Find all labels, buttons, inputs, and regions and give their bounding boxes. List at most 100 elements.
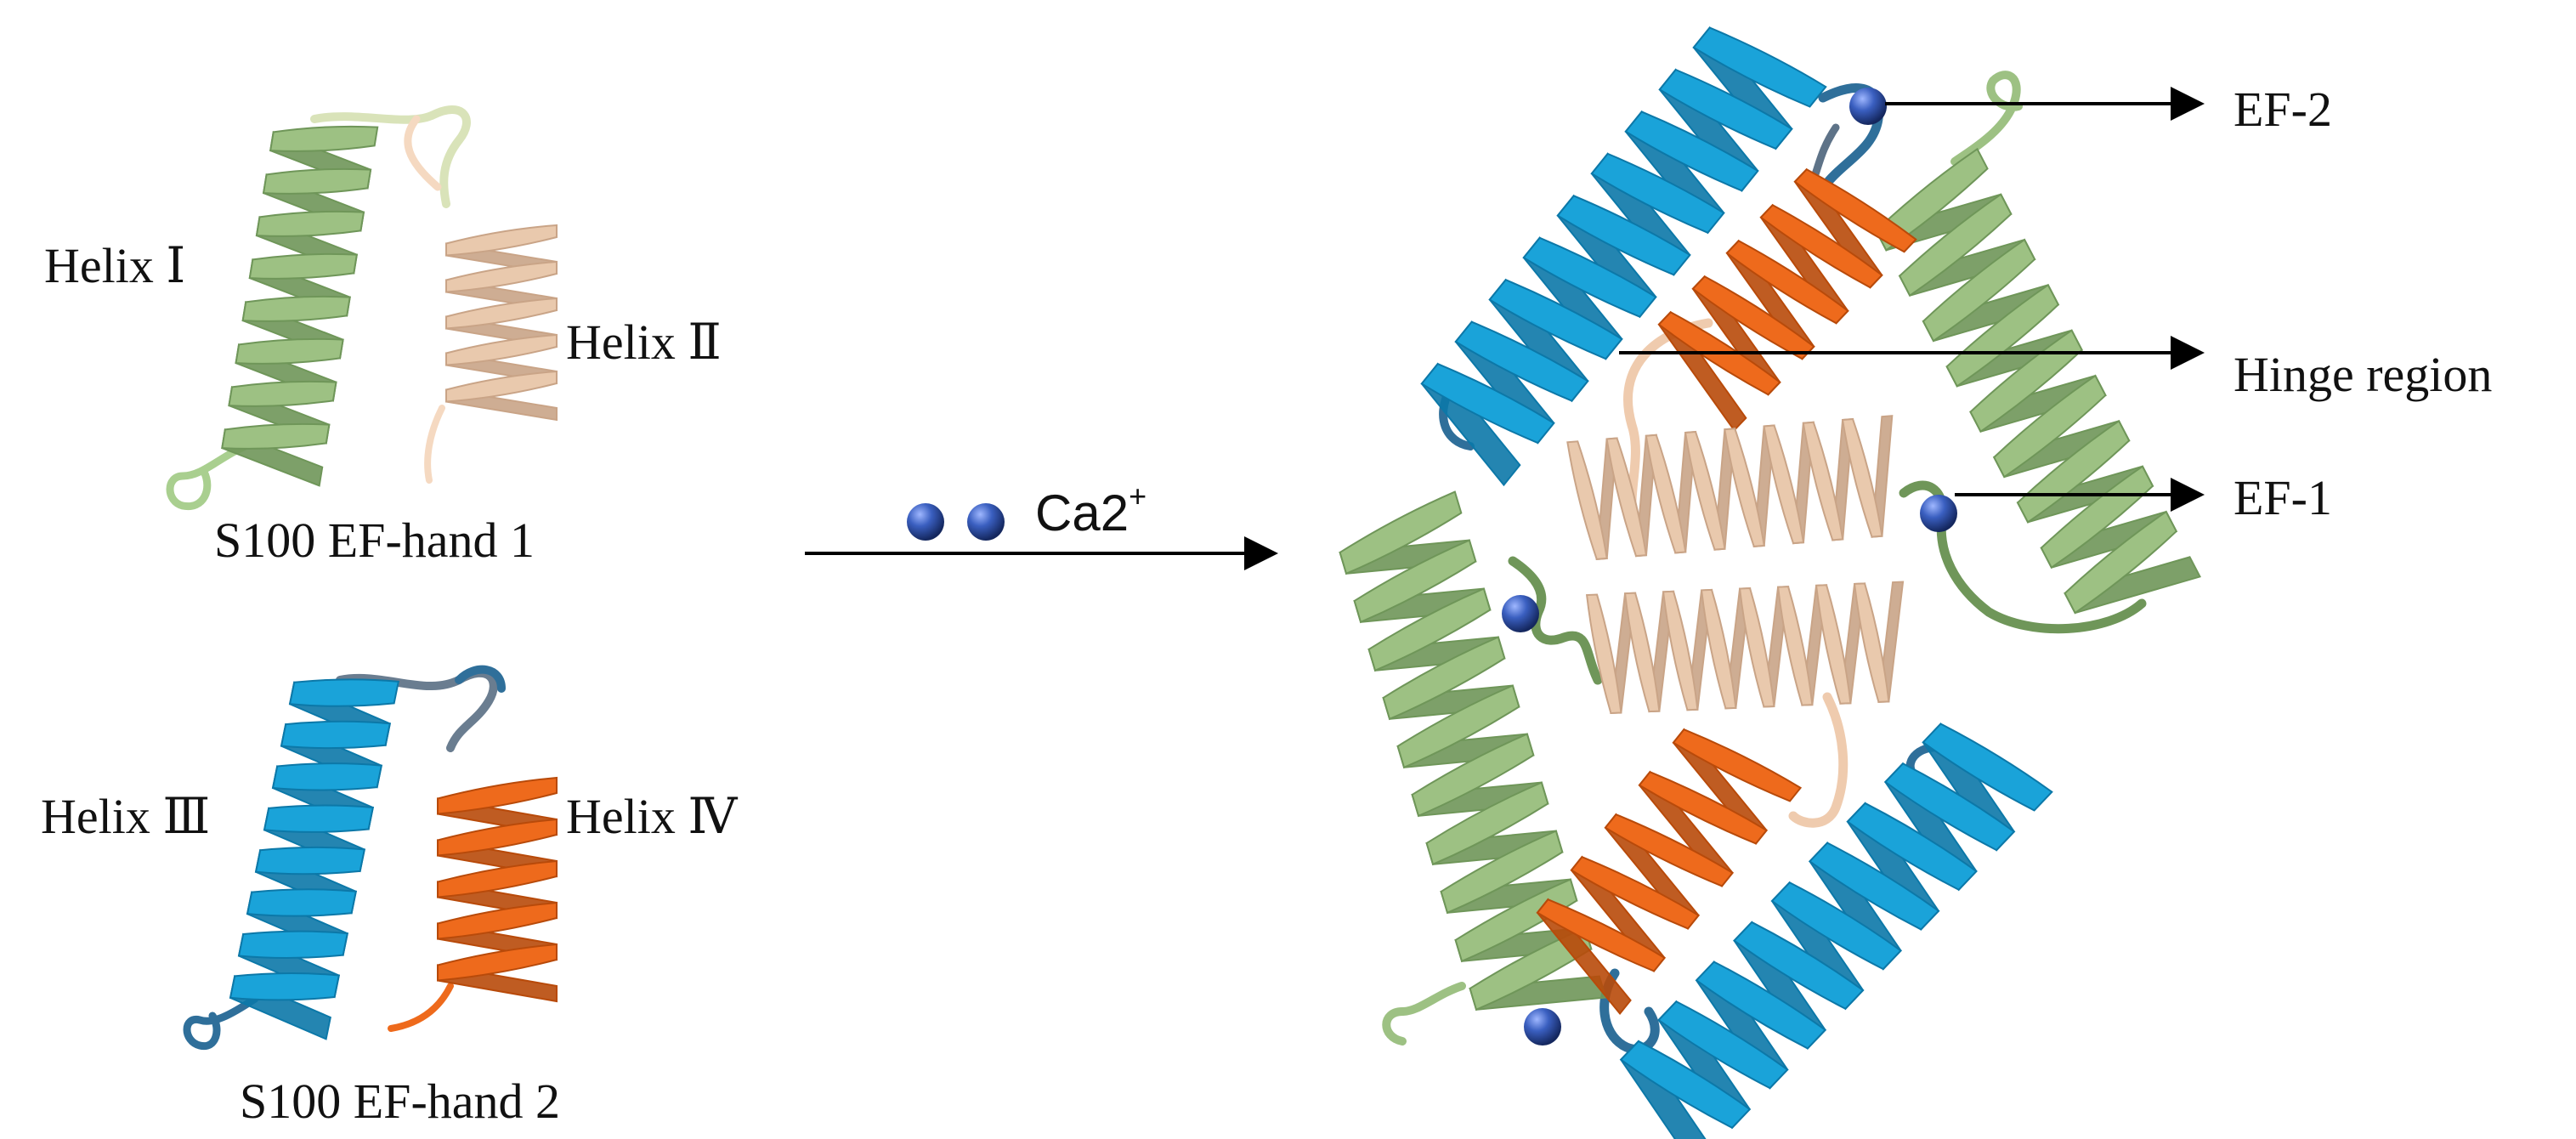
label-ef-hand-1: S100 EF-hand 1 (214, 513, 535, 568)
helix-turn (1488, 279, 1623, 360)
helix-turn (288, 678, 400, 707)
helix-4-chain-b (1536, 728, 1803, 1016)
label-hinge-region: Hinge region (2233, 347, 2492, 402)
helix-turn (1922, 238, 2036, 343)
loop-green-tail-top (1950, 71, 2023, 166)
ef-hand-2-structure (183, 665, 558, 1051)
helix-1 (221, 125, 379, 487)
loop-ef2-bottom (183, 994, 259, 1051)
loop-ef1-right (1899, 480, 2147, 634)
helix-turn (1590, 152, 1725, 235)
helix-2-chain-a (1566, 415, 1894, 560)
helix-turn (255, 210, 365, 237)
helix-turn (2064, 510, 2177, 615)
helix-turn (1454, 320, 1589, 402)
helix-turn (1522, 236, 1657, 318)
helix-turn (1566, 440, 1608, 560)
calcium-binding-arrow: Ca2+ (805, 479, 1278, 570)
helix-turn (1556, 195, 1691, 276)
loop-ef1-left (1508, 556, 1603, 685)
helix-turn (445, 260, 558, 293)
helix-turn (1733, 921, 1865, 1011)
label-helix-1: Helix Ⅰ (44, 238, 185, 293)
helix-3-chain-b (1619, 722, 2053, 1139)
helix-turn (1638, 770, 1769, 845)
helix-turn (1411, 733, 1535, 818)
helix-turn (1382, 636, 1506, 721)
helix-turn (228, 380, 337, 407)
helix-turn (2040, 465, 2154, 570)
calcium-ion-icon (907, 503, 944, 541)
helix-turn (1657, 1000, 1789, 1090)
helix-turn (1945, 283, 2060, 388)
helix-turn (1420, 362, 1555, 445)
helix-turn (1725, 240, 1849, 325)
helix-2-chain-b (1585, 581, 1905, 715)
helix-turn (1759, 204, 1883, 289)
loop-ef2-top-blue (455, 665, 506, 693)
helix-turn (1846, 802, 1978, 892)
helix-turn (1353, 539, 1477, 624)
helix-turn (1624, 110, 1759, 192)
helix-turn (1853, 582, 1890, 703)
loop-green-tail-bottom (1382, 982, 1466, 1046)
helix-turn (280, 720, 392, 750)
helix-turn (221, 422, 331, 450)
label-calcium: Ca2+ (1035, 479, 1146, 541)
helix-turn (1425, 781, 1549, 866)
helix-turn (1700, 588, 1737, 710)
helix-turn (1738, 587, 1775, 708)
helix-turn (246, 888, 358, 917)
helix-turn (445, 333, 558, 366)
helix-turn (445, 297, 558, 330)
helix-turn (1570, 855, 1701, 930)
helix-turn (1993, 374, 2107, 479)
label-ef-2: EF-2 (2233, 82, 2332, 137)
calcium-ion-ef1-a (1920, 495, 1957, 532)
loop-ef1-beige-bottom (424, 405, 445, 484)
helix-turn (1672, 728, 1803, 802)
helix-turn (1763, 424, 1805, 545)
helix-turn (437, 776, 558, 815)
helix-turn (1469, 926, 1593, 1012)
helix-turn (254, 846, 366, 876)
helix-turn (248, 252, 359, 280)
helix-turn (262, 167, 372, 195)
helix-turn (1724, 428, 1765, 547)
helix-turn (1396, 684, 1520, 769)
label-helix-2: Helix Ⅱ (566, 314, 722, 370)
calcium-ion-ef1-b (1502, 595, 1539, 632)
helix-turn (1684, 430, 1726, 551)
helix-3 (229, 678, 400, 1040)
label-ef-hand-2: S100 EF-hand 2 (240, 1074, 560, 1129)
helix-turn (271, 762, 383, 791)
helix-turn (1815, 584, 1852, 705)
helix-turn (241, 295, 351, 322)
loop-ef2-orange-bottom (388, 983, 454, 1032)
helix-turn (237, 930, 349, 960)
helix-turn (1770, 881, 1903, 971)
helix-turn (1605, 437, 1648, 558)
helix-3-chain-a (1420, 26, 1827, 487)
helix-turn (1691, 275, 1815, 360)
helix-turn (1440, 830, 1564, 915)
helix-turn (229, 972, 341, 1001)
helix-turn (1692, 26, 1827, 108)
helix-turn (1802, 421, 1844, 541)
helix-turn (1645, 434, 1687, 554)
helix-turn (1662, 590, 1699, 711)
loop-ef1-beige (404, 115, 442, 191)
helix-turn (1604, 813, 1735, 887)
helix-1-chain-a (1874, 147, 2201, 615)
loop-hinge-lower (1788, 692, 1848, 828)
label-ef-1: EF-1 (2233, 470, 2332, 525)
helix-turn (437, 818, 558, 857)
calcium-ion-ef2-a (1849, 88, 1887, 125)
helix-turn (1623, 592, 1661, 713)
helix-turn (1841, 417, 1883, 538)
loop-ef1-bottom (166, 438, 259, 511)
label-helix-4: Helix Ⅳ (566, 789, 738, 844)
loop-ef1-top (310, 105, 471, 208)
helix-turn (1922, 722, 2053, 812)
